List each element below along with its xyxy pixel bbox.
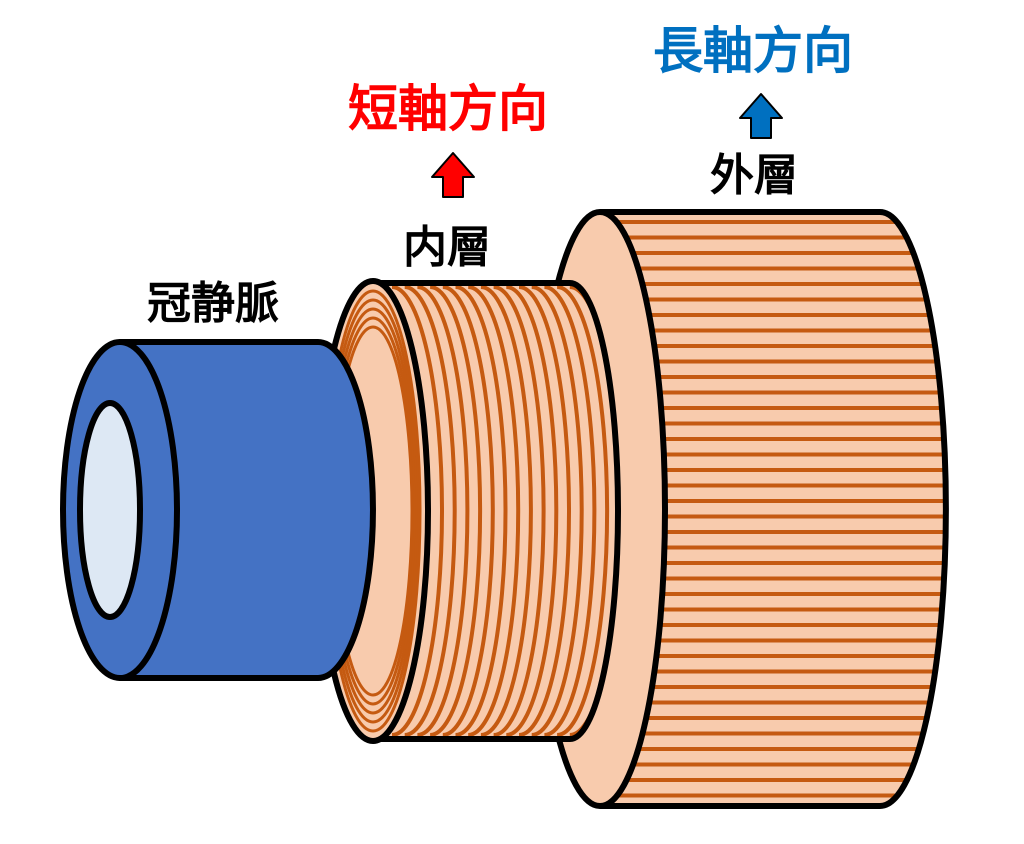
inner-fiber-line xyxy=(506,285,559,737)
outer-layer-label: 外層 xyxy=(710,150,798,201)
inner-layer-outline xyxy=(373,280,621,742)
long-axis-label: 長軸方向 xyxy=(653,22,853,80)
inner-fiber-line xyxy=(480,285,533,737)
vein-body xyxy=(117,339,376,681)
inner-fiber-line xyxy=(404,285,457,737)
inner-fiber-line xyxy=(429,285,483,737)
coronary-vein-cylinder xyxy=(60,339,376,681)
outer-layer-outline xyxy=(600,209,949,809)
inner-fiber-line xyxy=(493,285,546,737)
inner-layer-label: 内層 xyxy=(403,222,491,273)
vein-lumen xyxy=(77,400,143,620)
inner-fiber-line xyxy=(544,285,597,737)
inner-fiber-line xyxy=(518,285,571,737)
inner-fiber-line xyxy=(417,285,470,737)
short-axis-arrow-icon xyxy=(431,152,475,198)
short-axis-label: 短軸方向 xyxy=(348,80,548,138)
inner-fiber-line xyxy=(531,285,584,737)
inner-fiber-line xyxy=(556,285,610,737)
inner-fiber-line xyxy=(468,285,521,737)
inner-fiber-line xyxy=(455,285,508,737)
long-axis-arrow-icon xyxy=(739,93,783,139)
vein-label: 冠静脈 xyxy=(147,278,279,329)
inner-fiber-line xyxy=(391,285,444,737)
inner-fiber-line xyxy=(442,285,495,737)
